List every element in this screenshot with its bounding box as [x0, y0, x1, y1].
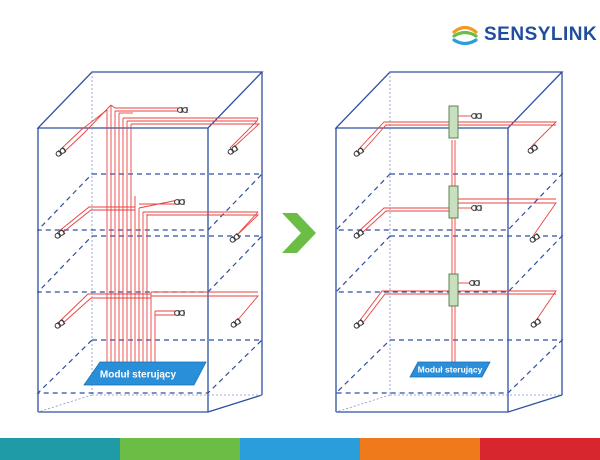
sensor-icon: [174, 198, 186, 206]
sensor-icon: [529, 317, 543, 330]
sensor-icon: [229, 317, 243, 330]
sensor-icon: [228, 232, 242, 245]
footer-stripe: [0, 438, 120, 460]
brand-logo: SENSYLINK: [452, 22, 597, 48]
footer-stripe: [120, 438, 240, 460]
chevron-right-icon: [282, 213, 316, 253]
right-building-outline: [334, 71, 564, 413]
footer-stripe: [240, 438, 360, 460]
right-cables: [357, 115, 558, 365]
floor-hub: [448, 185, 459, 219]
left-module-label: Moduł sterujący: [100, 370, 177, 381]
sensor-icon: [174, 309, 186, 317]
footer-stripe: [480, 438, 600, 460]
right-building-hidden-edges: [335, 72, 562, 413]
footer-stripe: [360, 438, 480, 460]
sensor-icon: [54, 146, 68, 159]
sensor-icon: [352, 318, 366, 331]
footer-color-stripes: [0, 438, 600, 460]
right-control-module: Moduł sterujący: [409, 361, 491, 378]
right-floor-slabs: [334, 173, 564, 394]
sensor-icon: [177, 106, 189, 114]
floor-hub: [448, 105, 459, 139]
right-module-label: Moduł sterujący: [418, 365, 483, 375]
sensor-icon: [352, 146, 366, 159]
sensor-icon: [471, 112, 483, 120]
floor-hub: [448, 273, 459, 307]
sensor-icon: [471, 204, 483, 212]
right-sensors: [352, 112, 543, 331]
sensor-icon: [226, 144, 240, 157]
right-floor-hubs: [448, 105, 459, 307]
left-building-outline: [36, 71, 264, 413]
left-floor-slabs: [36, 173, 264, 394]
left-cables: [57, 104, 261, 370]
right-building: Moduł sterujący: [334, 71, 564, 413]
sensor-icon: [528, 232, 542, 245]
left-building: Moduł sterujący: [36, 71, 264, 413]
sensor-icon: [53, 318, 67, 331]
sensor-icon: [469, 279, 481, 287]
left-building-hidden-edges: [37, 72, 262, 413]
left-control-module: Moduł sterujący: [83, 361, 207, 386]
brand-name: SENSYLINK: [484, 24, 598, 45]
sensylink-wave-icon: [452, 25, 478, 46]
